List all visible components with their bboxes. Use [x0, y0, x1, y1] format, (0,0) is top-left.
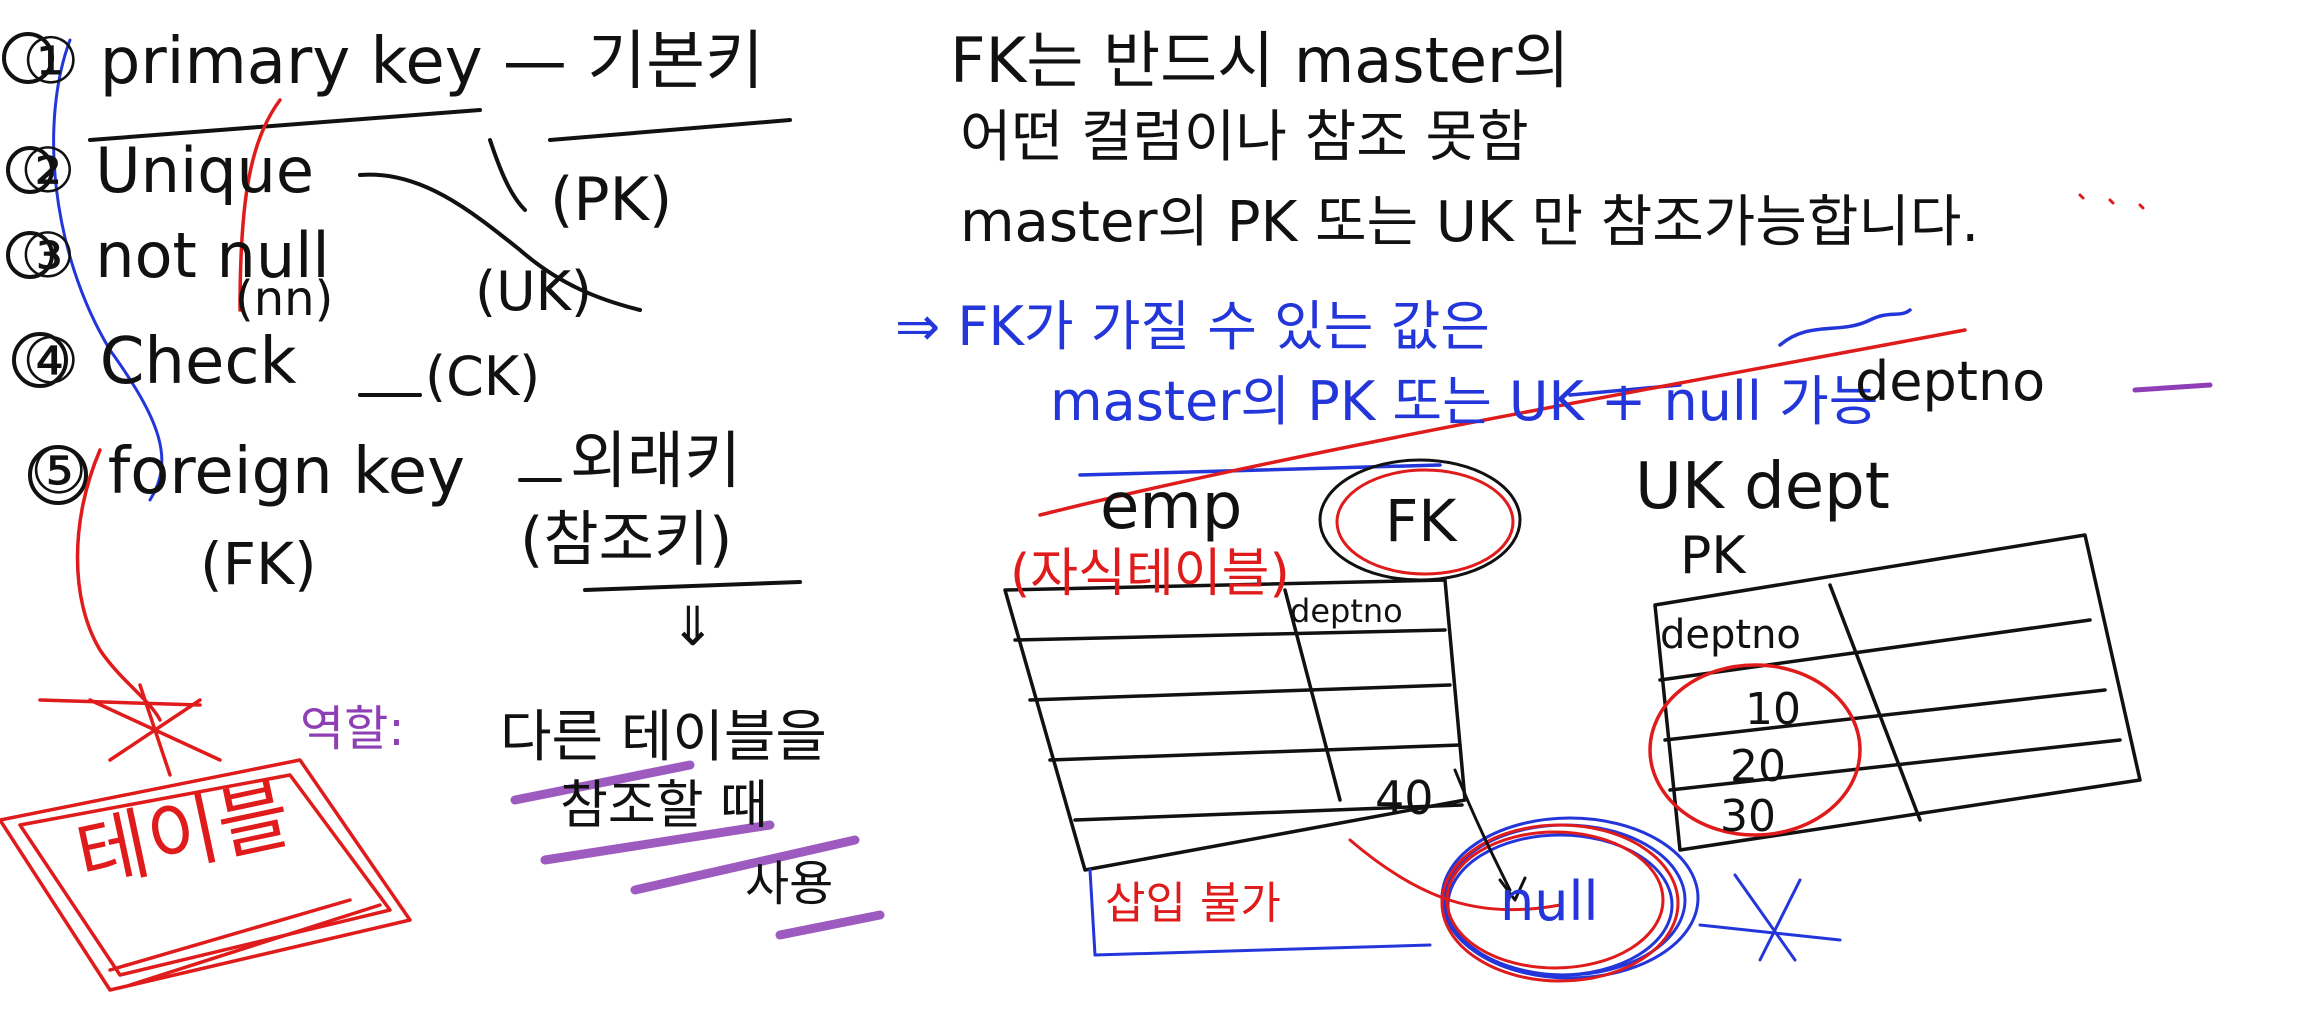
emp-row-4	[1073, 803, 1464, 822]
purple-hl-1	[510, 760, 695, 805]
underline-master-pk	[1078, 463, 1442, 477]
pk-abbr: (PK)	[550, 165, 673, 235]
blue-x-mark	[1698, 873, 1842, 962]
dept-value-30: 30	[1720, 791, 1776, 842]
rule-line-1: FK는 반드시 master의	[950, 24, 1570, 97]
nn-abbr: (nn)	[235, 271, 334, 327]
circle-num-1	[2, 32, 54, 84]
red-box-outer	[0, 758, 412, 992]
null-value: null	[1500, 870, 1599, 933]
circle-num-2	[6, 146, 54, 194]
red-curve-fk	[75, 448, 162, 722]
left-red-strokes	[0, 98, 412, 992]
dept-deptno-header: deptno	[1660, 612, 1801, 658]
circle-num-4	[12, 332, 68, 388]
emp-col-divider	[1283, 588, 1342, 802]
red-link-to-null	[1348, 838, 1562, 912]
underline-primary	[88, 108, 482, 142]
foreign-key-korean: 외래키	[570, 424, 742, 497]
ck-abbr: (CK)	[425, 345, 541, 408]
item-unique: ② Unique	[20, 134, 314, 207]
red-box-hatch	[108, 898, 382, 987]
purple-role-label: 역할:	[300, 701, 405, 757]
purple-hl-2	[540, 820, 775, 865]
red-box-inner	[18, 773, 392, 977]
dept-values-oval	[1648, 663, 1862, 837]
circle-num-5	[28, 445, 88, 505]
item-not-null: ③ not null	[20, 219, 330, 292]
note-other-table: 다른 테이블을	[500, 705, 827, 770]
down-arrow: ⇓	[670, 595, 716, 658]
squiggle-null	[1778, 308, 1912, 347]
note-when-referencing: 참조할 때	[560, 776, 768, 836]
red-x-mark	[88, 683, 222, 777]
fk-label-circled: FK	[1385, 487, 1457, 555]
circle-num-3	[6, 231, 54, 279]
arrow-head	[1498, 876, 1527, 902]
underline-kibonki	[548, 118, 792, 142]
rule-line-3: master의 PK 또는 UK 만 참조가능합니다.	[960, 190, 1980, 255]
dept-pk-label: PK	[1680, 526, 1746, 586]
dept-table-lines	[1653, 533, 2142, 852]
dept-value-10: 10	[1745, 684, 1801, 735]
rule-line-2: 어떤 컬럼이나 참조 못함	[960, 105, 1529, 170]
red-underline-x	[38, 698, 202, 707]
item-primary-key: ① primary key — 기본키	[22, 25, 764, 99]
purple-hl-3	[630, 835, 860, 895]
purple-deptno-hl	[2132, 382, 2213, 393]
dept-row-1	[1658, 618, 2092, 682]
dept-col-divider	[1828, 583, 1922, 822]
line-unique-to-uk	[358, 172, 642, 312]
purple-hl-4	[775, 910, 885, 940]
master-pk-uk-null: master의 PK 또는 UK + null 가능	[1050, 370, 1879, 433]
emp-table-lines	[1003, 578, 1467, 872]
left-purple-strokes	[510, 760, 885, 940]
dept-row-3	[1668, 738, 2122, 792]
blue-bracket-insert	[1088, 868, 1432, 957]
emp-table-title: emp	[1100, 470, 1243, 544]
note-use: 사용	[745, 856, 834, 912]
fk-abbr: (FK)	[200, 530, 317, 598]
red-slash-top	[238, 98, 282, 312]
deptno-note: deptno	[1855, 350, 2046, 413]
tick-pk	[488, 138, 527, 212]
fk-circle-black	[1318, 458, 1522, 582]
emp-deptno-header: deptno	[1290, 592, 1403, 630]
fk-circle-red	[1335, 468, 1515, 576]
dept-table-title: UK dept	[1635, 450, 1890, 524]
dept-row-2	[1663, 688, 2107, 742]
underline-chamjo	[583, 580, 802, 592]
emp-row-1	[1013, 628, 1447, 642]
reference-key-korean: (참조키)	[520, 505, 733, 575]
insert-not-allowed: 삽입 불가	[1105, 878, 1281, 929]
left-blue-stroke	[52, 38, 164, 502]
fk-values-line: ⇒ FK가 가질 수 있는 값은	[895, 295, 1490, 358]
arrow-40-to-null	[1453, 768, 1512, 892]
uk-abbr: (UK)	[475, 260, 593, 323]
emp-row-2	[1028, 683, 1452, 702]
dept-table-border	[1653, 533, 2142, 852]
red-divider	[1038, 328, 1967, 517]
dept-value-20: 20	[1730, 741, 1786, 792]
emp-value-40: 40	[1375, 771, 1434, 825]
emp-table-border	[1003, 578, 1467, 872]
item-check: ④ Check	[22, 325, 297, 399]
left-black-strokes	[2, 32, 802, 592]
emp-row-3	[1048, 743, 1462, 762]
item-foreign-key: ⑤ foreign key	[30, 435, 466, 509]
red-dots	[2078, 193, 2145, 210]
child-table-label: (자식테이블)	[1010, 544, 1290, 604]
